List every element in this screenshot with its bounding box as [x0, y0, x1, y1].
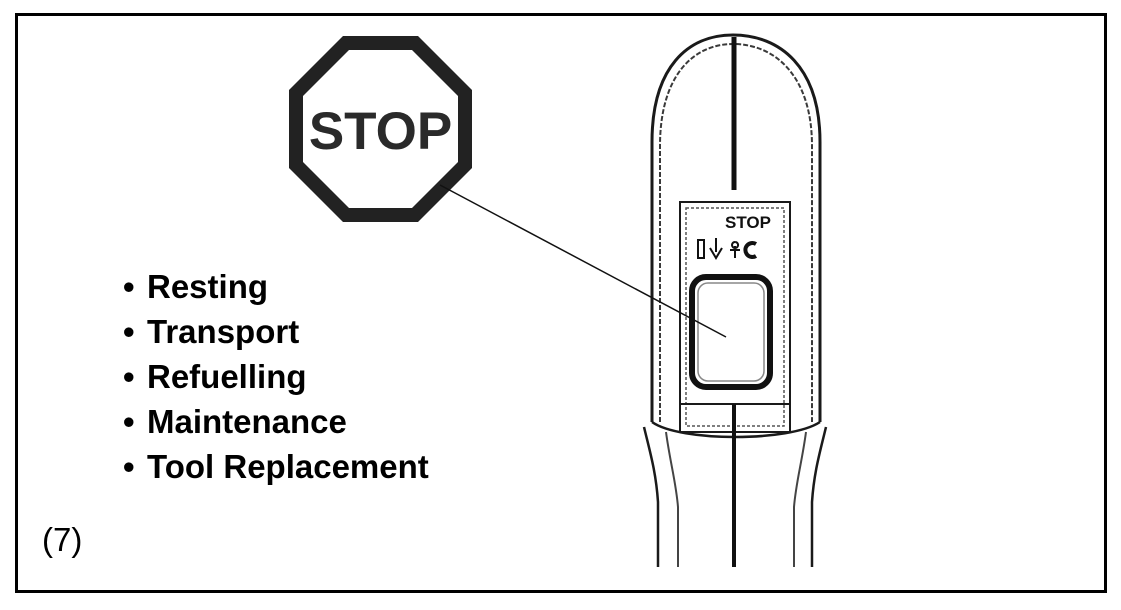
switch-stop-label: STOP: [725, 213, 771, 232]
switch-position-icons: [697, 238, 758, 260]
stop-sign-inner: [303, 50, 458, 208]
list-item-label: Refuelling: [147, 358, 307, 395]
bullet-mark: •: [123, 448, 135, 485]
tool-handle-drawing: STOP: [642, 33, 828, 567]
grip-right-inner: [793, 431, 807, 567]
bullet-mark: •: [123, 268, 135, 305]
situation-list: • Resting • Transport • Refuelling • Mainten…: [123, 264, 429, 489]
stop-sign-icon: STOP: [289, 36, 472, 222]
grip-left-outline: [642, 426, 660, 567]
person-icon: [730, 241, 740, 258]
list-item-label: Resting: [147, 268, 269, 305]
list-item: • Maintenance: [123, 399, 429, 444]
grip-right-outline: [810, 426, 828, 567]
illustration-frame: [15, 13, 1107, 593]
list-item-label: Transport: [147, 313, 300, 350]
figure-number: (7): [42, 521, 83, 558]
position-mark-icon: [697, 239, 705, 259]
bullet-mark: •: [123, 358, 135, 395]
down-arrow-icon: [709, 238, 723, 260]
grip-left-inner: [665, 431, 679, 567]
handle-outer-outline: [650, 33, 822, 422]
list-item-label: Tool Replacement: [147, 448, 429, 485]
bullet-mark: •: [123, 313, 135, 350]
list-item: • Resting: [123, 264, 429, 309]
list-item: • Transport: [123, 309, 429, 354]
list-item: • Refuelling: [123, 354, 429, 399]
stop-sign-label: STOP: [309, 102, 452, 161]
stop-switch-button: [689, 274, 773, 390]
list-item: • Tool Replacement: [123, 444, 429, 489]
choke-icon: [743, 241, 758, 259]
bullet-mark: •: [123, 403, 135, 440]
list-item-label: Maintenance: [147, 403, 347, 440]
